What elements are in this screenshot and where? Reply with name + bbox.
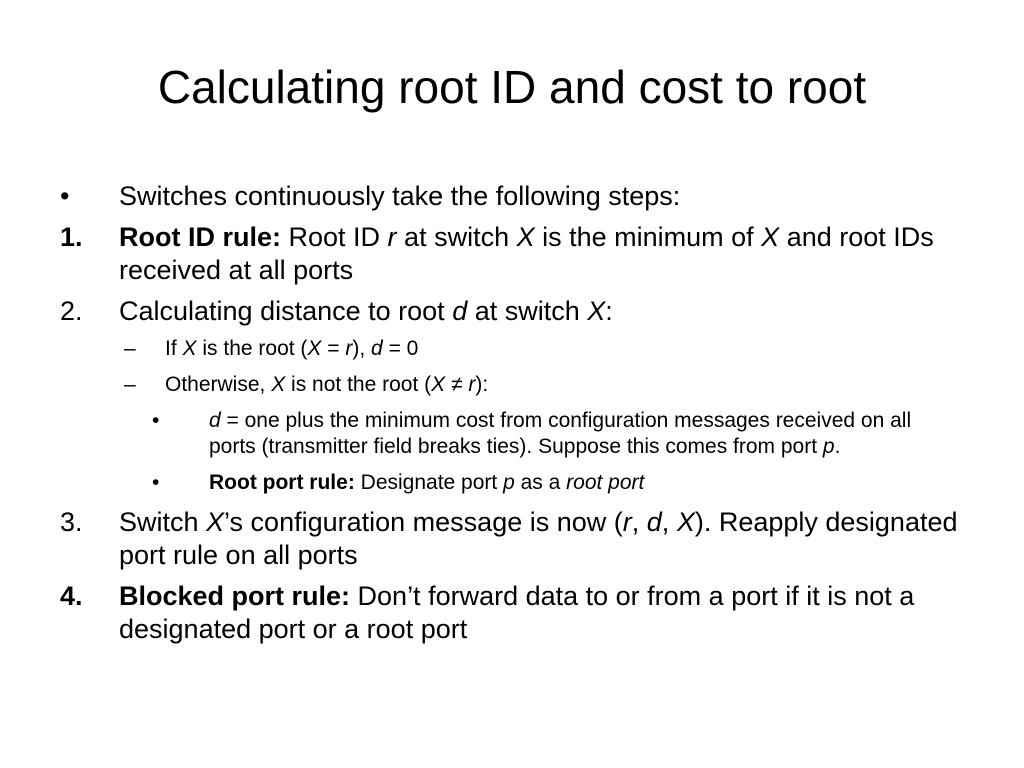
sub-text: ), (352, 337, 372, 360)
slide-title: Calculating root ID and cost to root (157, 61, 867, 113)
step-text: : (605, 296, 613, 326)
step-3-config-message: 3. Switch X’s configuration message is n… (0, 506, 959, 572)
step-text: ’s configuration message is now ( (224, 507, 623, 537)
variable: X (761, 222, 780, 252)
step-text: , (631, 507, 647, 537)
step-text: Calculating distance to root (119, 296, 453, 326)
sub-text: is not the root ( (285, 373, 432, 396)
rule-name: Root port rule: (209, 471, 355, 494)
variable: X (587, 296, 606, 326)
bullet-intro: • Switches continuously take the followi… (0, 180, 959, 213)
variable: X (271, 373, 286, 396)
variable: r (345, 337, 353, 360)
variable: X (516, 222, 535, 252)
step-number: 3. (60, 507, 83, 537)
dash-marker: – (124, 337, 136, 360)
step-number: 4. (60, 581, 83, 611)
variable: p (503, 471, 515, 494)
step-text: ). Reapply designated port rule on all p… (119, 507, 958, 570)
step-text: at switch (467, 296, 588, 326)
step-1-root-id-rule: 1. Root ID rule: Root ID r at switch X i… (0, 221, 959, 287)
term: root port (566, 471, 645, 494)
rule-name: Root ID rule: (119, 222, 281, 252)
step-text: Don’t forward data to or from a port if … (119, 581, 915, 644)
variable: d (646, 507, 662, 537)
rule-name: Blocked port rule: (119, 581, 351, 611)
variable: X (206, 507, 225, 537)
sub-bullet-text: = one plus the minimum cost from configu… (209, 409, 912, 458)
bullet-marker: • (60, 181, 70, 211)
variable: X (307, 337, 322, 360)
bullet-marker: • (152, 409, 160, 432)
sub-item-root-case: – If X is the root (X = r), d = 0 (0, 336, 965, 362)
step-text: Switch (119, 507, 207, 537)
variable: X (431, 373, 446, 396)
slide-body: • Switches continuously take the followi… (0, 180, 1024, 654)
sub-text: ≠ (445, 373, 469, 396)
variable: r (622, 507, 632, 537)
variable: d (452, 296, 468, 326)
sub-bullet-text: as a (514, 471, 567, 494)
sub-bullet-text: . (834, 435, 841, 458)
step-number: 1. (60, 222, 83, 252)
sub-item-otherwise: – Otherwise, X is not the root (X ≠ r): (0, 372, 965, 398)
variable: X (182, 337, 197, 360)
sub-text: is the root ( (196, 337, 308, 360)
variable: p (822, 435, 835, 458)
variable: d (371, 337, 383, 360)
bullet-marker: • (152, 471, 160, 494)
sub-text: = (321, 337, 346, 360)
variable: X (676, 507, 695, 537)
step-text: Root ID (281, 222, 388, 252)
variable: r (468, 373, 476, 396)
sub-bullet-text: Designate port (354, 471, 504, 494)
sub-text: = 0 (382, 337, 419, 360)
step-number: 2. (60, 296, 83, 326)
sub-bullet-cost: • d = one plus the minimum cost from con… (0, 408, 924, 460)
bullet-text: Switches continuously take the following… (119, 181, 681, 211)
step-text: and root IDs received at all ports (119, 222, 934, 285)
sub-bullet-root-port-rule: • Root port rule: Designate port p as a … (0, 470, 924, 496)
sub-text: Otherwise, (165, 373, 272, 396)
step-2-distance: 2. Calculating distance to root d at swi… (0, 295, 959, 328)
step-text: , (661, 507, 677, 537)
sub-text: If (165, 337, 183, 360)
step-text: at switch (396, 222, 517, 252)
step-4-blocked-port-rule: 4. Blocked port rule: Don’t forward data… (0, 580, 959, 646)
step-text: is the minimum of (534, 222, 762, 252)
sub-text: ): (475, 373, 489, 396)
variable: r (387, 222, 397, 252)
dash-marker: – (124, 373, 136, 396)
variable: d (209, 409, 221, 432)
